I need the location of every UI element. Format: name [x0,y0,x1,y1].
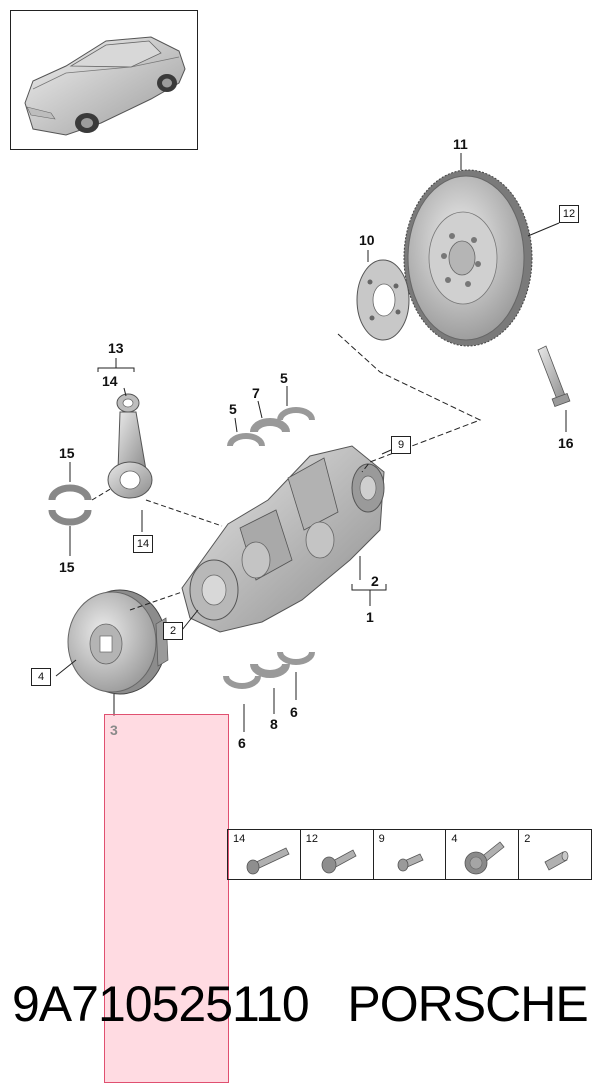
fastener-table: 14 12 9 4 2 [227,829,592,880]
pulley [67,589,169,695]
main-bearing-shells-upper [227,407,315,447]
flywheel-bolt [537,345,571,408]
fastener-cell: 12 [301,830,374,879]
fastener-number: 9 [378,833,385,845]
flywheel [403,169,533,347]
callout-16: 16 [558,435,574,451]
part-highlight [104,714,229,1083]
callout-6-right: 6 [290,704,298,720]
callout-1: 1 [366,609,374,625]
connecting-rod [107,393,153,499]
callout-11: 11 [453,136,468,152]
boxed-callout-2: 2 [163,622,183,640]
callout-5-right: 5 [280,370,288,386]
flange-bolt-icon [321,849,357,874]
callout-15-bottom: 15 [59,559,75,575]
callout-7: 7 [252,385,260,401]
boxed-callout-12: 12 [559,205,579,223]
callout-6-left: 6 [238,735,246,751]
rod-bearing-shells [48,484,92,526]
boxed-callout-9: 9 [391,436,411,454]
main-bearing-shells-lower [223,651,315,689]
boxed-callout-4: 4 [31,668,51,686]
callout-10: 10 [359,232,375,248]
highlight-label-3: 3 [110,722,118,738]
short-bolt-icon [397,853,424,872]
vehicle-thumbnail [10,10,198,150]
dowel-pin-icon [544,851,569,871]
callout-8: 8 [270,716,278,732]
callout-2: 2 [371,573,379,589]
fastener-number: 4 [451,833,458,845]
callout-5-left: 5 [229,401,237,417]
crankshaft [181,445,385,633]
fastener-number: 12 [305,833,319,845]
brand-name: PORSCHE [347,976,588,1032]
fastener-number: 2 [524,833,531,845]
part-footer: 9A710525110 PORSCHE [12,975,589,1033]
fastener-number: 14 [233,833,246,845]
callout-13: 13 [108,340,124,356]
leader-lines [55,153,567,732]
long-bolt-icon [246,847,290,875]
callout-14: 14 [102,373,118,389]
fastener-cell: 2 [519,830,591,879]
part-number: 9A710525110 [12,976,310,1032]
callout-15-top: 15 [59,445,75,461]
fastener-cell: 4 [446,830,520,879]
fastener-cell: 14 [228,830,301,879]
car-icon [24,36,186,136]
hex-bolt-icon [464,841,505,875]
fastener-cell: 9 [374,830,447,879]
drive-plate [356,259,410,341]
boxed-callout-14: 14 [133,535,153,553]
